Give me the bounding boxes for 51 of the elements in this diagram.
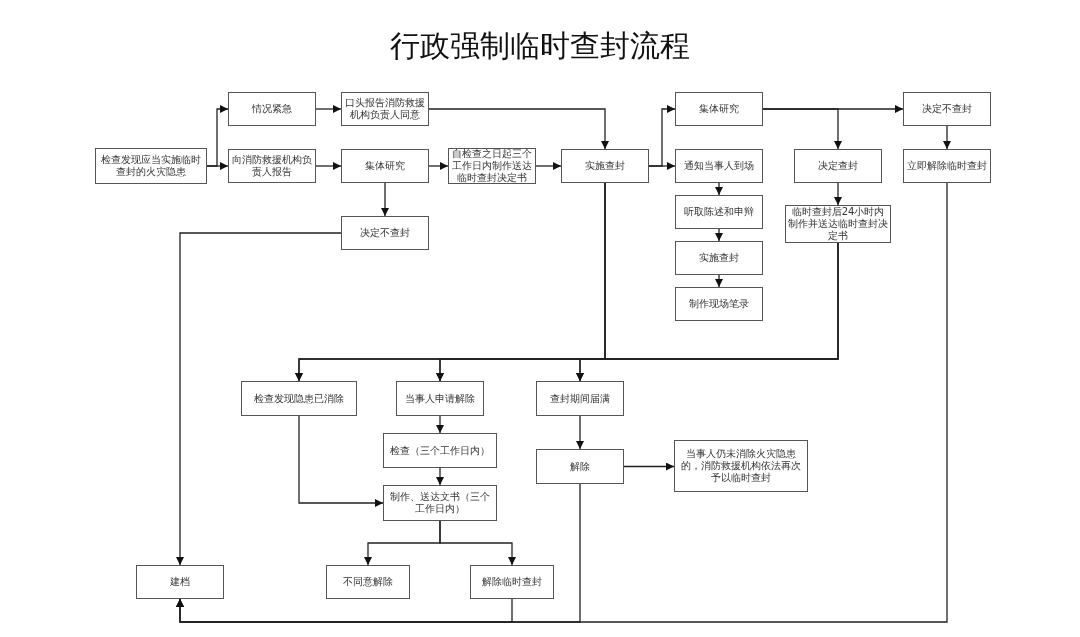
process-box: 不同意解除 bbox=[326, 565, 410, 599]
process-box: 立即解除临时查封 bbox=[903, 149, 991, 183]
process-box: 解除 bbox=[536, 449, 624, 484]
arrow bbox=[439, 520, 516, 566]
process-box: 检查（三个工作日内） bbox=[383, 433, 497, 468]
arrow bbox=[436, 467, 444, 486]
process-box: 集体研究 bbox=[341, 149, 429, 183]
process-box: 集体研究 bbox=[675, 92, 763, 126]
arrow bbox=[715, 228, 723, 242]
process-box: 检查发现应当实施临时查封的火灾隐患 bbox=[95, 148, 207, 184]
arrow bbox=[428, 108, 609, 150]
process-box: 临时查封后24小时内制作并送达临时查封决定书 bbox=[785, 205, 891, 243]
title: 行政强制临时查封流程 bbox=[390, 27, 690, 65]
arrow bbox=[315, 162, 342, 170]
arrow bbox=[648, 162, 676, 170]
process-box: 制作、送达文书（三个工作日内） bbox=[383, 485, 497, 521]
process-box: 当事人仍未消除火灾隐患的，消防救援机构依法再次予以临时查封 bbox=[674, 440, 808, 492]
arrow bbox=[576, 242, 839, 382]
process-box: 实施查封 bbox=[675, 241, 763, 275]
process-box: 决定不查封 bbox=[903, 92, 991, 126]
arrow bbox=[206, 162, 229, 170]
arrow bbox=[176, 232, 342, 566]
arrow bbox=[715, 274, 723, 288]
process-box: 情况紧急 bbox=[228, 92, 316, 126]
arrow bbox=[943, 125, 951, 150]
process-box: 实施查封 bbox=[561, 149, 649, 183]
arrow bbox=[381, 182, 389, 217]
arrow bbox=[715, 182, 723, 196]
process-box: 通知当事人到场 bbox=[675, 149, 763, 183]
process-box: 查封期间届满 bbox=[536, 381, 624, 416]
arrow bbox=[176, 182, 948, 623]
process-box: 建档 bbox=[136, 565, 224, 599]
arrow bbox=[315, 105, 342, 113]
arrow bbox=[623, 462, 675, 471]
arrow bbox=[535, 162, 562, 170]
arrow bbox=[762, 105, 904, 113]
arrow bbox=[298, 415, 384, 507]
arrow bbox=[834, 182, 842, 206]
process-box: 当事人申请解除 bbox=[396, 381, 484, 416]
process-box: 决定查封 bbox=[794, 149, 882, 183]
process-box: 检查发现隐患已消除 bbox=[241, 381, 357, 416]
process-box: 制作现场笔录 bbox=[675, 287, 763, 321]
process-box: 口头报告消防救援机构负责人同意 bbox=[341, 92, 429, 126]
process-box: 向消防救援机构负责人报告 bbox=[228, 149, 316, 183]
process-box: 决定不查封 bbox=[341, 216, 429, 250]
arrow bbox=[436, 415, 444, 434]
process-box: 解除临时查封 bbox=[470, 565, 554, 599]
process-box: 自检查之日起三个工作日内制作送达临时查封决定书 bbox=[448, 148, 536, 184]
arrow bbox=[576, 415, 584, 450]
process-box: 听取陈述和申辩 bbox=[675, 195, 763, 229]
arrow bbox=[428, 162, 449, 170]
